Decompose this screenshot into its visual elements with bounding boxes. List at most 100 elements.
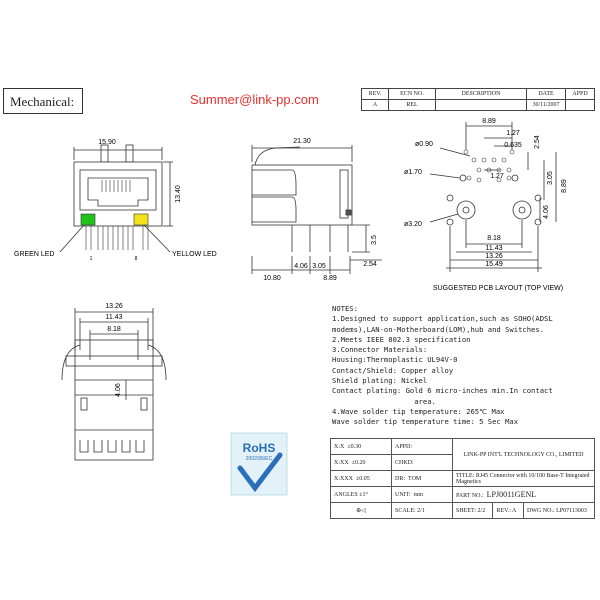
front-top-post-left	[100, 144, 109, 163]
front-width-dim: 15.90	[98, 139, 116, 146]
unit-value: mm	[413, 491, 424, 498]
side-dim-406: 4.06	[294, 263, 308, 270]
green-led-label: GREEN LED	[14, 251, 54, 258]
note-line: Shield plating: Nickel	[332, 376, 428, 386]
front-view	[59, 144, 173, 253]
note-line: 3.Connector Materials:	[332, 345, 428, 355]
front-top-post-right	[125, 144, 134, 163]
tol-xxx-value: ±0.20	[351, 459, 366, 466]
side-length-dim: 21.30	[293, 138, 311, 145]
pcb-1549: 15.49	[485, 261, 503, 268]
dr-label: DR:	[395, 475, 406, 482]
projection-icon: ⊕◁	[356, 508, 366, 514]
yellow-led-label: YELLOW LED	[172, 251, 217, 258]
notes-title: NOTES:	[332, 304, 358, 313]
bottom-406: 4.06	[115, 383, 122, 397]
title-value: RJ45 Connector with 10/100 Base-T Integr…	[456, 472, 590, 485]
partno-value: LPJ0011GENL	[486, 490, 537, 499]
sheet-label: SHEET:	[456, 507, 477, 514]
pin8-label: 8	[135, 256, 138, 262]
title-block: X:X ±0.30 APPD: LINK-PP INT'L TECHNOLOGY…	[330, 438, 596, 519]
pcb-0635: 0.635	[504, 142, 522, 149]
angles-field: ANGLES ±1°	[330, 486, 392, 503]
pcb-1143: 11.43	[486, 245, 503, 252]
tol-xxxx-value: ±0.05	[356, 475, 370, 482]
tol-xxxx: X:XXX	[334, 475, 353, 482]
yellow-led	[133, 213, 149, 226]
pcb-led-hole-left	[459, 174, 467, 182]
pcb-254: 2.54	[534, 135, 541, 149]
rohs-sub: 2002/95/EC	[246, 456, 273, 462]
mechanical-title: Mechanical:	[3, 88, 83, 114]
tol-xx-value: ±0.30	[347, 443, 362, 450]
note-line: modems),LAN-on-Motherboard(LOM),hub and …	[332, 324, 545, 334]
scale-label: SCALE:	[395, 507, 416, 514]
bottom-818: 8.18	[107, 326, 121, 333]
appd-cell	[565, 99, 595, 111]
pcb-caption: SUGGESTED PCB LAYOUT (TOP VIEW)	[433, 285, 563, 292]
pcb-406: 4.06	[543, 205, 550, 219]
pcb-818: 8.18	[487, 235, 501, 242]
revision-table: REV. ECN NO. DESCRIPTION DATE APPD A REL…	[361, 88, 595, 111]
rev-label: REV.:	[496, 507, 511, 514]
rj45-opening	[87, 177, 149, 207]
tol-xxx: X:XX	[334, 459, 349, 466]
bottom-view	[61, 308, 167, 461]
sheet-value: 2/2	[477, 507, 486, 514]
title-label: TITLE:	[456, 472, 475, 479]
notes-block: NOTES: 1.Designed to support application…	[332, 304, 594, 428]
front-port-outline	[79, 169, 157, 211]
appd-field: APPD:	[391, 438, 453, 455]
note-line: 1.Designed to support application,such a…	[332, 314, 553, 324]
side-dim-1080: 10.80	[263, 275, 281, 282]
note-line: Wave solder tip temperature time: 5 Sec …	[332, 417, 519, 427]
pcb-127a: 1.27	[506, 130, 520, 137]
rohs-badge: RoHS 2002/95/EC	[230, 432, 288, 496]
unit-label: UNIT:	[395, 491, 411, 498]
side-pin-dim: 3.5	[371, 235, 378, 245]
pcb-hole-320: ø3.20	[404, 221, 422, 228]
dr-value: TOM	[408, 475, 422, 482]
rev-value: A	[512, 507, 517, 514]
chkd-field: CHKD:	[391, 454, 453, 471]
pcb-1326: 13.26	[485, 253, 503, 260]
bottom-1326: 13.26	[105, 303, 123, 310]
side-dim-889: 8.89	[323, 275, 337, 282]
tol-xx: X:X	[334, 443, 345, 450]
side-latch	[345, 209, 352, 216]
pcb-top-width: 8.89	[482, 118, 496, 125]
pcb-mount-hole-right	[512, 200, 532, 220]
note-line: 4.Wave solder tip temperature: 265℃ Max	[332, 406, 505, 416]
check-icon	[237, 452, 283, 493]
note-line: Housing:Thermoplastic UL94V-0	[332, 355, 458, 365]
rohs-title: RoHS	[243, 441, 276, 455]
note-line: 2.Meets IEEE 802.3 specification	[332, 334, 471, 344]
dwg-value: LP07113003	[556, 507, 587, 514]
scale-value: 2/1	[417, 507, 425, 514]
pin1-label: 1	[90, 256, 93, 262]
bottom-1143: 11.43	[106, 314, 123, 321]
side-view	[251, 145, 382, 274]
email-link[interactable]: Summer@link-pp.com	[190, 92, 319, 107]
note-line: Contact plating: Gold 6 micro-inches min…	[332, 386, 553, 396]
pcb-mount-hole-left	[456, 200, 476, 220]
dwg-label: DWG NO.:	[526, 507, 555, 514]
green-led	[80, 213, 96, 226]
pcb-hole-170: ø1.70	[404, 169, 422, 176]
partno-label: PART NO.:	[456, 493, 484, 499]
side-lower-jack	[252, 196, 297, 223]
pcb-889v: 8.89	[561, 179, 568, 193]
note-line: Contact/Shield: Copper alloy	[332, 365, 454, 375]
bottom-flange	[65, 355, 163, 367]
pcb-led-hole-right	[511, 174, 519, 182]
front-height-dim: 13.40	[175, 185, 182, 203]
pcb-hole-090: ø0.90	[415, 141, 433, 148]
company-name: LINK-PP INT'L TECHNOLOGY CO., LIMITED	[452, 438, 595, 471]
note-line: area.	[332, 396, 436, 406]
side-dim-305: 3.05	[312, 263, 326, 270]
side-shield	[339, 169, 349, 219]
side-dim-254: 2.54	[363, 261, 377, 268]
side-upper-jack	[252, 169, 297, 196]
pcb-127b: 1.27	[490, 173, 504, 180]
